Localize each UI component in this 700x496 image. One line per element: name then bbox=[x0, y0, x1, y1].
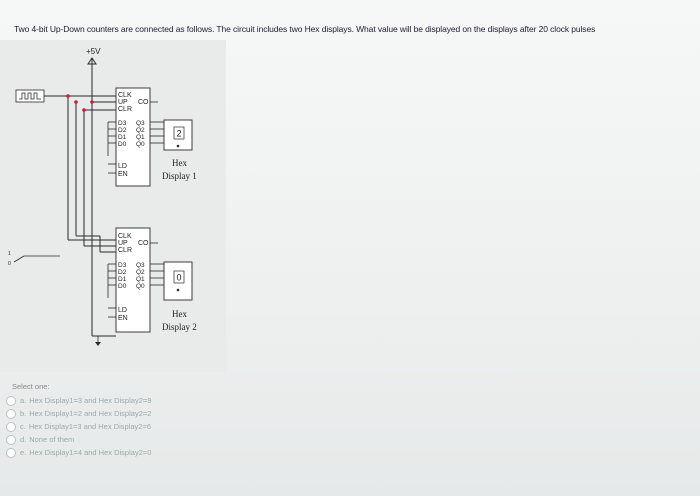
option-e-letter: e. bbox=[20, 448, 27, 457]
svg-text:LD: LD bbox=[118, 307, 127, 314]
option-e-text: Hex Display1=4 and Hex Display2=0 bbox=[29, 448, 152, 457]
svg-text:Hex: Hex bbox=[172, 158, 187, 168]
svg-text:0: 0 bbox=[177, 273, 182, 283]
radio-d[interactable] bbox=[6, 434, 16, 445]
option-b[interactable]: b. Hex Display1=2 and Hex Display2=2 bbox=[6, 407, 366, 420]
hex-display-2: 0 Hex Display 2 bbox=[162, 261, 197, 332]
option-c-letter: c. bbox=[20, 422, 26, 431]
svg-text:CO: CO bbox=[138, 240, 149, 247]
svg-text:Q0: Q0 bbox=[136, 141, 145, 148]
svg-text:D3: D3 bbox=[118, 262, 127, 269]
svg-text:UP: UP bbox=[118, 99, 128, 106]
svg-text:CO: CO bbox=[138, 99, 149, 106]
select-one-prompt: Select one: bbox=[12, 382, 50, 391]
answer-options: Select one: a. Hex Display1=3 and Hex Di… bbox=[6, 382, 366, 459]
svg-text:Display 1: Display 1 bbox=[162, 171, 197, 181]
option-a-text: Hex Display1=3 and Hex Display2=9 bbox=[29, 396, 152, 405]
svg-text:Q3: Q3 bbox=[136, 262, 145, 269]
svg-text:CLK: CLK bbox=[118, 233, 132, 240]
option-c[interactable]: c. Hex Display1=3 and Hex Display2=6 bbox=[6, 420, 366, 433]
svg-text:1: 1 bbox=[8, 251, 11, 257]
svg-text:D2: D2 bbox=[118, 127, 127, 134]
svg-text:D0: D0 bbox=[118, 141, 127, 148]
svg-text:D3: D3 bbox=[118, 120, 127, 127]
radio-e[interactable] bbox=[6, 447, 16, 458]
option-b-letter: b. bbox=[20, 409, 27, 418]
clock-source bbox=[15, 89, 45, 103]
svg-text:D1: D1 bbox=[118, 276, 127, 283]
svg-text:0: 0 bbox=[8, 261, 11, 267]
svg-text:D0: D0 bbox=[118, 283, 127, 290]
counter-1: CLK UP CLR D3 D2 D1 D0 LD EN CO Q3 Q2 Q1… bbox=[107, 87, 164, 187]
svg-text:LD: LD bbox=[118, 163, 127, 170]
svg-text:2: 2 bbox=[177, 129, 182, 139]
option-d-letter: d. bbox=[20, 435, 27, 444]
counter-2: CLK UP CLR D3 D2 D1 D0 LD EN CO Q3 Q2 Q1… bbox=[107, 227, 164, 333]
radio-a[interactable] bbox=[6, 395, 16, 406]
svg-text:EN: EN bbox=[118, 171, 128, 178]
svg-text:Hex: Hex bbox=[172, 309, 187, 319]
svg-text:D1: D1 bbox=[118, 134, 127, 141]
svg-text:CLR: CLR bbox=[118, 247, 132, 254]
question-text: Two 4-bit Up-Down counters are connected… bbox=[14, 24, 596, 34]
option-a[interactable]: a. Hex Display1=3 and Hex Display2=9 bbox=[6, 394, 366, 407]
radio-c[interactable] bbox=[6, 421, 16, 432]
option-d-text: None of them bbox=[29, 435, 75, 444]
circuit-diagram: +5V 1 0 CLK UP CLR D3 D2 D1 D0 LD bbox=[8, 47, 197, 346]
up-down-switch: 1 0 bbox=[8, 251, 60, 267]
svg-text:Q0: Q0 bbox=[136, 283, 145, 290]
option-d[interactable]: d. None of them bbox=[6, 433, 366, 446]
radio-b[interactable] bbox=[6, 408, 16, 419]
svg-text:CLR: CLR bbox=[118, 106, 132, 113]
svg-text:Q2: Q2 bbox=[136, 127, 145, 134]
option-b-text: Hex Display1=2 and Hex Display2=2 bbox=[29, 409, 152, 418]
svg-text:UP: UP bbox=[118, 240, 128, 247]
svg-text:EN: EN bbox=[118, 315, 128, 322]
svg-text:Q2: Q2 bbox=[136, 269, 145, 276]
svg-text:Display 2: Display 2 bbox=[162, 322, 197, 332]
svg-text:Q3: Q3 bbox=[136, 120, 145, 127]
option-a-letter: a. bbox=[20, 396, 27, 405]
svg-text:Q1: Q1 bbox=[136, 134, 145, 141]
option-c-text: Hex Display1=3 and Hex Display2=6 bbox=[28, 422, 151, 431]
svg-text:D2: D2 bbox=[118, 269, 127, 276]
svg-text:CLK: CLK bbox=[118, 92, 132, 99]
supply-label: +5V bbox=[86, 47, 101, 56]
option-e[interactable]: e. Hex Display1=4 and Hex Display2=0 bbox=[6, 446, 366, 459]
hex-display-1: 2 Hex Display 1 bbox=[162, 119, 197, 181]
svg-text:Q1: Q1 bbox=[136, 276, 145, 283]
